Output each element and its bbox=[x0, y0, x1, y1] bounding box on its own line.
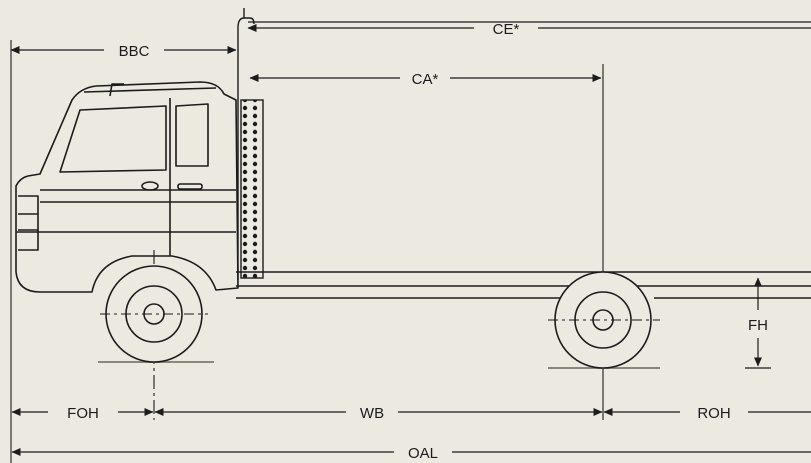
reference-lines bbox=[10, 40, 604, 463]
ca-label: CA* bbox=[412, 71, 439, 88]
wheel-crosshairs bbox=[100, 313, 660, 321]
roh-label: ROH bbox=[697, 405, 730, 422]
chassis-frame bbox=[236, 271, 811, 299]
ce-label: CE* bbox=[493, 21, 520, 38]
cab-rear-window bbox=[175, 103, 209, 167]
exhaust-stack bbox=[237, 8, 255, 280]
rear-wheel bbox=[554, 271, 652, 369]
ground-marks bbox=[98, 361, 660, 369]
oal-label: OAL bbox=[408, 445, 438, 462]
wb-label: WB bbox=[360, 405, 384, 422]
cab-door-window bbox=[59, 105, 167, 173]
cab-front-grille bbox=[18, 195, 39, 251]
bbc-label: BBC bbox=[119, 43, 150, 60]
cab-mirror bbox=[109, 83, 124, 97]
foh-label: FOH bbox=[67, 405, 99, 422]
cab-door-handle bbox=[177, 183, 203, 190]
ladder-screen bbox=[240, 99, 264, 279]
cab-badge bbox=[141, 181, 159, 191]
truck-cab bbox=[15, 81, 239, 293]
fh-dimension bbox=[745, 277, 771, 369]
fh-label: FH bbox=[748, 317, 768, 334]
cab-outline bbox=[15, 81, 239, 293]
front-wheel bbox=[105, 265, 203, 363]
